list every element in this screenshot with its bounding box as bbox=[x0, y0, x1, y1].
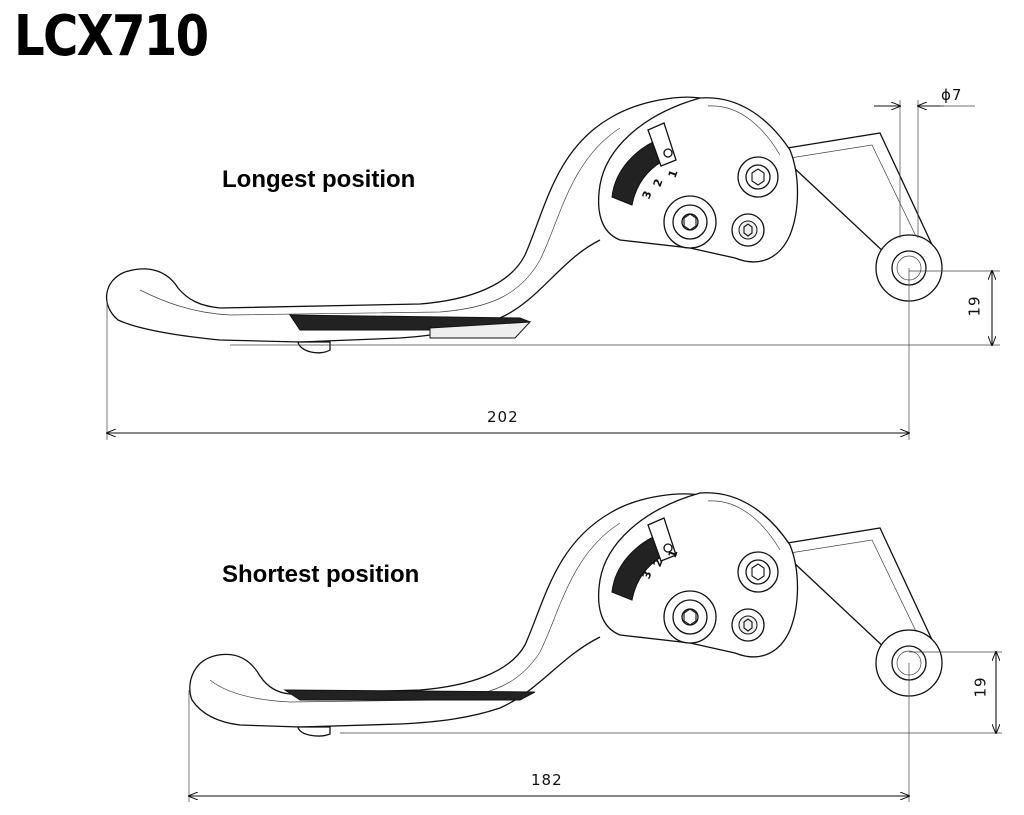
length-label-shortest: 182 bbox=[531, 771, 563, 789]
hole-diameter-label: ϕ7 bbox=[941, 86, 963, 104]
caption-shortest: Shortest position bbox=[222, 561, 420, 588]
offset-label-shortest: 19 bbox=[971, 676, 990, 698]
offset-label-longest: 19 bbox=[965, 295, 984, 317]
product-title: LCX710 bbox=[14, 4, 209, 69]
dimensions-longest bbox=[107, 100, 1000, 440]
dimensions-shortest bbox=[189, 652, 1002, 802]
lever-shortest-drawing bbox=[189, 492, 943, 737]
length-label-longest: 202 bbox=[487, 408, 519, 426]
caption-longest: Longest position bbox=[222, 166, 416, 193]
lever-longest-drawing bbox=[105, 96, 943, 354]
